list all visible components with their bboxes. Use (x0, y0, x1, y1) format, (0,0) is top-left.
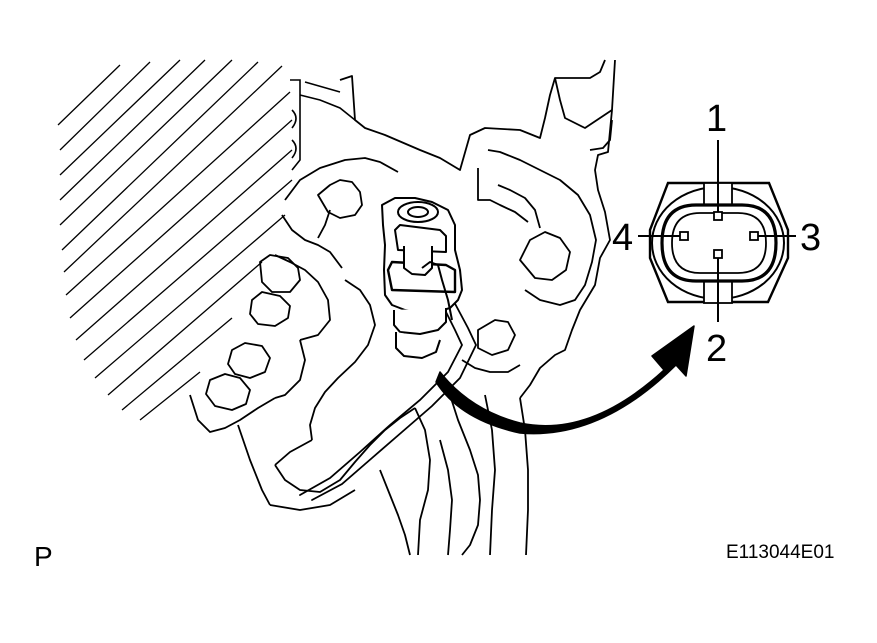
pin-4-label: 4 (612, 217, 634, 259)
lower-bracket (189, 157, 529, 556)
connector-front-view (638, 140, 796, 322)
view-arrow (435, 325, 695, 435)
pin-1-label: 1 (706, 98, 728, 140)
connector-housing-oval (660, 203, 778, 283)
pin-2-terminal (713, 249, 723, 259)
pin-4-terminal (679, 231, 689, 241)
radiator-fins (57, 59, 293, 421)
figure-code: E113044E01 (726, 542, 835, 563)
pressure-sensor (381, 197, 463, 359)
pin-3-label: 3 (800, 217, 822, 259)
pin-1-terminal (713, 211, 723, 221)
view-letter: P (34, 541, 53, 572)
pin-2-label: 2 (706, 328, 728, 370)
pin-3-terminal (749, 231, 759, 241)
radiator-frame (290, 79, 356, 171)
engine-body (339, 59, 616, 399)
